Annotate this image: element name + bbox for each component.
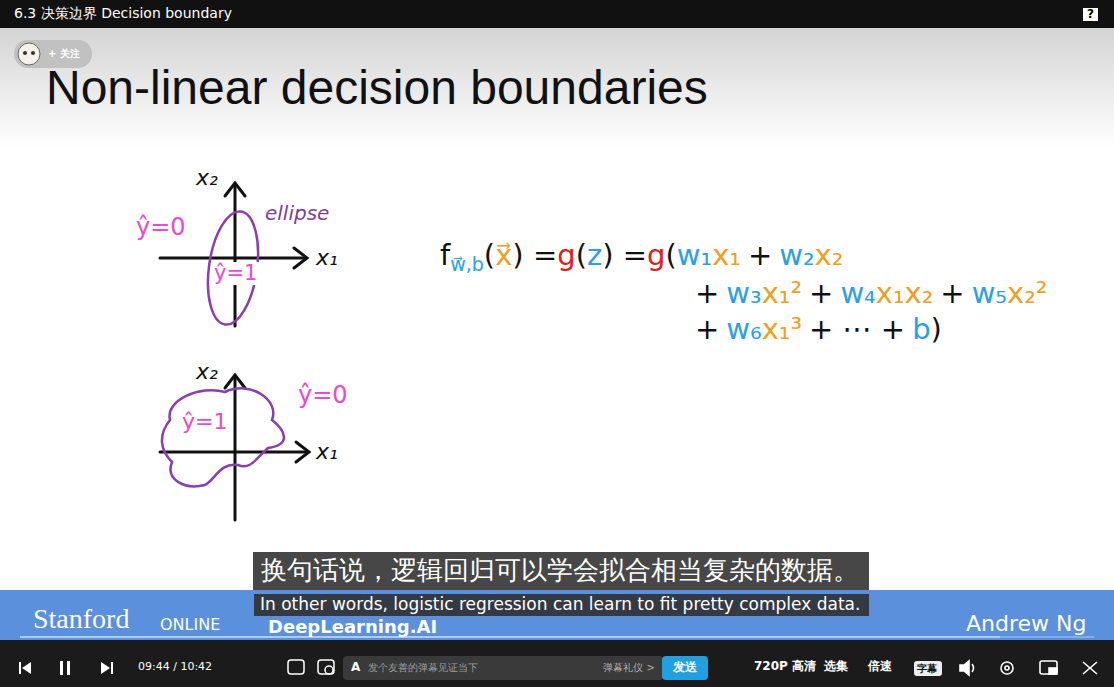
formula-term: w₁ xyxy=(677,238,712,272)
formula-term: x₁³ xyxy=(762,312,802,346)
formula-term: x₂ xyxy=(815,238,844,272)
brand-bar xyxy=(0,590,1114,640)
formula-term: x₁² xyxy=(762,276,802,310)
class-label: ŷ=1 xyxy=(212,262,259,285)
author-name: Andrew Ng xyxy=(966,612,1086,636)
formula-term: w₄ xyxy=(840,276,875,310)
formula-term: + ⋯ + xyxy=(809,312,905,346)
class-label: ŷ=0 xyxy=(298,382,348,408)
formula-term: x₂² xyxy=(1007,276,1047,310)
formula-term: w⃗,b xyxy=(450,253,484,275)
quality-button: 720P 高清 xyxy=(754,660,816,673)
formula-term: w₂ xyxy=(779,238,814,272)
follow-pill: + 关注 xyxy=(14,40,92,68)
right-icons xyxy=(960,661,1097,675)
formula-term: + xyxy=(809,276,833,310)
subtitle-en: In other words, logistic regression can … xyxy=(254,594,869,616)
formula-term: x₁x₂ xyxy=(876,276,934,310)
formula-term: w₃ xyxy=(726,276,761,310)
formula-term: x⃗ xyxy=(495,238,512,272)
episodes-button: 选集 xyxy=(824,660,848,673)
brand-logo: DeepLearning.AI xyxy=(268,617,437,637)
formula-term: z xyxy=(587,238,602,272)
formula-term: w₆ xyxy=(726,312,761,346)
formula-term: + xyxy=(695,312,719,346)
top-bar xyxy=(0,0,1114,28)
danmaku-input: A 发个友善的弹幕见证当下 弹幕礼仪 > xyxy=(343,656,663,680)
axis-label: x₁ xyxy=(316,440,338,464)
axes-2 xyxy=(160,375,309,520)
slide-title: Non-linear decision boundaries xyxy=(46,62,708,115)
player-icons xyxy=(19,661,113,675)
slide-header-gradient xyxy=(0,28,1114,148)
formula-term: ( xyxy=(576,238,587,272)
avatar-icon xyxy=(17,42,41,66)
formula-term: g xyxy=(647,238,665,272)
formula-term: b xyxy=(912,312,930,346)
formula-line: fw⃗,b(x⃗) =g(z) =g(w₁x₁+w₂x₂ xyxy=(440,238,843,276)
progress-played xyxy=(20,636,1000,638)
formula-term: ) = xyxy=(602,238,647,272)
node-text: 弹幕礼仪 > xyxy=(603,662,655,674)
send-button: 发送 xyxy=(662,656,708,680)
node-text: + 关注 xyxy=(48,48,80,60)
control-bar xyxy=(0,640,1114,687)
node-text: A xyxy=(351,661,360,675)
subtitle-zh: 换句话说，逻辑回归可以学会拟合相当复杂的数据。 xyxy=(253,552,869,590)
formula-term: w₅ xyxy=(972,276,1007,310)
class-label: ŷ=1 xyxy=(182,410,227,434)
formula-term: x₁ xyxy=(712,238,741,272)
video-title: 6.3 决策边界 Decision boundary xyxy=(14,6,232,21)
node-text: 字幕 xyxy=(917,663,937,675)
axis-label: x₂ xyxy=(196,166,218,190)
annotation: ellipse xyxy=(265,202,329,224)
formula-term: ) xyxy=(931,312,942,346)
subtitle-toggle: 字幕 xyxy=(914,661,942,676)
progress-track xyxy=(20,636,1094,638)
formula-term: ( xyxy=(665,238,676,272)
formula-term: ) = xyxy=(512,238,557,272)
time-display: 09:44 / 10:42 xyxy=(138,661,212,673)
class-label: ŷ=0 xyxy=(136,214,186,240)
brand-logo: Stanford xyxy=(33,604,129,635)
ellipse-boundary xyxy=(201,208,264,328)
formula-term: ( xyxy=(484,238,495,272)
formula-line: +w₃x₁²+w₄x₁x₂+w₅x₂² xyxy=(688,276,1047,311)
formula-term: + xyxy=(748,238,772,272)
node-text: 换句话说，逻辑回归可以学会拟合相当复杂的数据。 xyxy=(261,556,859,586)
speed-button: 倍速 xyxy=(868,660,892,673)
avatar-face xyxy=(18,43,40,65)
formula-term: f xyxy=(440,238,450,272)
node-text: 发个友善的弹幕见证当下 xyxy=(368,662,478,674)
formula-term: + xyxy=(695,276,719,310)
formula-line: +w₆x₁³+ ⋯ +b) xyxy=(688,312,942,347)
blob-boundary xyxy=(162,388,284,486)
help-icon: ? xyxy=(1083,8,1098,21)
axis-label: x₁ xyxy=(316,246,338,270)
avatar-eye xyxy=(23,51,27,55)
node-text: In other words, logistic regression can … xyxy=(260,595,860,615)
avatar-eye xyxy=(31,51,35,55)
axis-label: x₂ xyxy=(196,360,218,384)
node-text: 发送 xyxy=(673,661,697,675)
danmaku-icons xyxy=(288,660,334,674)
brand-logo: ONLINE xyxy=(160,616,220,634)
formula-term: g xyxy=(557,238,575,272)
formula-term: + xyxy=(940,276,964,310)
